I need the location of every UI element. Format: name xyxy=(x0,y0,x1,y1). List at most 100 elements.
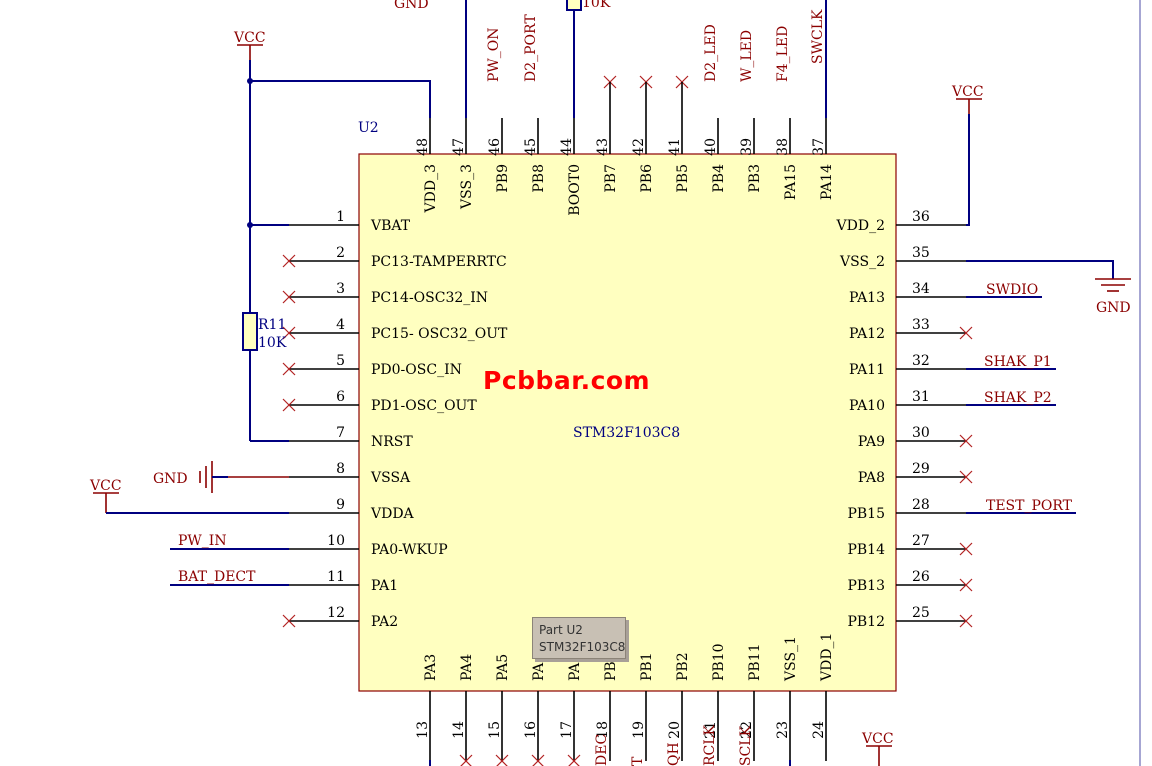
net-label-bottom-rclk: RCLK xyxy=(702,724,718,766)
no-connect-marker xyxy=(959,326,973,340)
no-connect-marker xyxy=(959,470,973,484)
chip-designator: U2 xyxy=(358,120,379,136)
pin-number: 34 xyxy=(912,281,930,297)
gnd-symbol-right xyxy=(966,260,1131,292)
resistor-r11[interactable] xyxy=(242,312,258,351)
chip-body[interactable] xyxy=(358,153,897,692)
pin-name: PC15- OSC32_OUT xyxy=(371,326,508,342)
pin-name: PB1 xyxy=(639,652,655,681)
vcc-vbat-network xyxy=(237,44,431,442)
pin-name: VSS_2 xyxy=(839,254,885,270)
pin-name: PA3 xyxy=(423,654,439,681)
watermark-text: Pcbbar.com xyxy=(483,366,651,395)
net-label-bottom-t: T xyxy=(630,756,646,766)
net-label-bottom-dec: DEC xyxy=(594,734,610,766)
pin-number: 42 xyxy=(631,138,647,156)
pin-number: 25 xyxy=(912,605,930,621)
net-label-swdio: SWDIO xyxy=(986,282,1038,298)
pin-number: 4 xyxy=(336,317,345,333)
pin-number: 35 xyxy=(912,245,930,261)
gnd-symbol-vssa xyxy=(199,461,289,493)
pin-name: PB5 xyxy=(675,164,691,193)
pin-name: VDD_1 xyxy=(819,633,835,682)
pin-name: VDD_3 xyxy=(423,164,439,213)
resistor-value: 10K xyxy=(258,335,287,351)
vcc-vdd2 xyxy=(956,98,982,226)
pin-number: 48 xyxy=(415,138,431,156)
pin-name: PB10 xyxy=(711,643,727,681)
pin-name: PA4 xyxy=(459,654,475,681)
pin-name: PB6 xyxy=(639,164,655,193)
pin-number: 20 xyxy=(667,721,683,739)
pin-name: PA14 xyxy=(819,164,835,200)
vcc-label-right: VCC xyxy=(951,84,984,100)
pin-number: 8 xyxy=(336,461,345,477)
pin-name: PA2 xyxy=(371,614,398,630)
vcc-label-top-left: VCC xyxy=(233,30,266,46)
pin-name: PC13-TAMPERRTC xyxy=(371,254,507,270)
no-connect-marker xyxy=(282,398,296,412)
pin-number: 21 xyxy=(703,721,719,739)
pin-number: 7 xyxy=(336,425,345,441)
pin-number: 31 xyxy=(912,389,930,405)
pin-21[interactable]: 21 PB10 xyxy=(703,643,727,761)
net-label-f4-led: F4_LED xyxy=(775,26,791,82)
pin-name: PA xyxy=(567,662,583,681)
pin-name: PB12 xyxy=(847,614,885,630)
pin-name: VDD_2 xyxy=(836,218,885,234)
pin-number: 27 xyxy=(912,533,930,549)
pin-name: PA10 xyxy=(849,398,885,414)
no-connect-marker xyxy=(282,326,296,340)
pin-number: 16 xyxy=(523,721,539,739)
pin-number: 5 xyxy=(336,353,345,369)
